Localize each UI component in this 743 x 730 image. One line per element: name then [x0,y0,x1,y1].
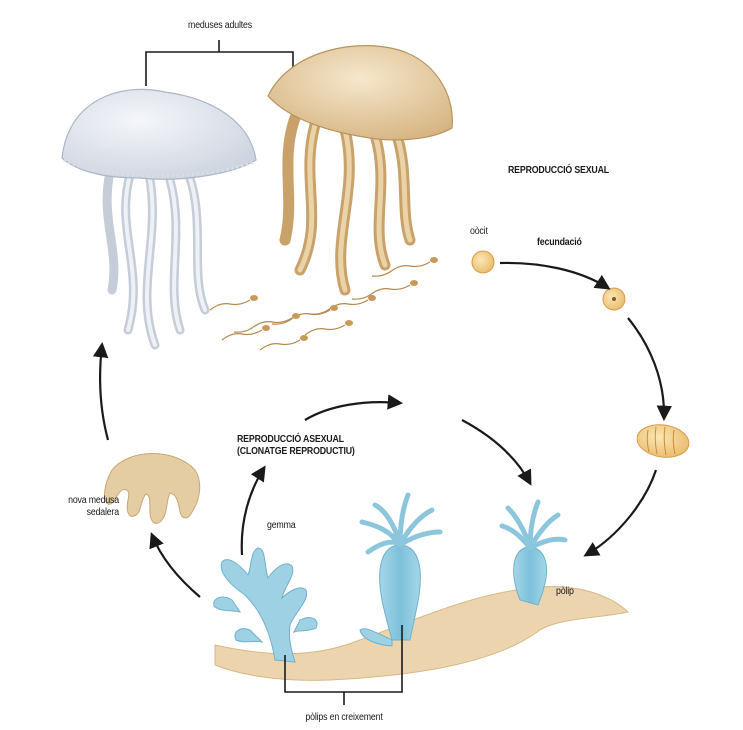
label-asexual-reproduction: REPRODUCCIÓ ASEXUAL (CLONATGE REPRODUCTI… [237,434,355,458]
tan-medusa [268,46,452,290]
planula-larva [635,422,691,461]
label-bud: gemma [267,520,295,531]
cycle-arrows [100,263,664,597]
label-sexual-reproduction: REPRODUCCIÓ SEXUAL [508,165,609,176]
arrow-ephyra-to-medusa [100,345,108,440]
arrow-fertilization [500,263,608,288]
label-oocyte: oòcit [470,226,488,237]
sperm-cells [210,262,430,350]
label-polyp: pòlip [556,586,574,597]
label-fertilization: fecundació [537,237,582,248]
label-growing-polyps: pòlips en creixement [291,712,397,723]
arrow-colony-to-asexual [242,468,264,555]
adult-medusae-bracket [146,40,293,86]
arrow-colony-to-ephyra [152,535,200,597]
arrow-to-larva [628,318,664,418]
oocyte [472,251,494,273]
label-asexual-line2: (CLONATGE REPRODUCTIU) [237,446,355,458]
arrow-asexual-top [305,402,400,420]
label-adult-medusae: meduses adultes [176,20,264,31]
budding-polyp-colony [214,548,317,662]
label-new-medusa: nova medusa sedalera [54,495,119,519]
fertilized-egg [603,288,625,310]
white-medusa [62,89,256,345]
arrow-larva-to-polyp [586,470,656,555]
arrow-asexual-to-polyp [462,420,530,483]
label-new-medusa-line2: sedalera [54,507,119,519]
label-asexual-line1: REPRODUCCIÓ ASEXUAL [237,434,355,446]
label-new-medusa-line1: nova medusa [54,495,119,507]
